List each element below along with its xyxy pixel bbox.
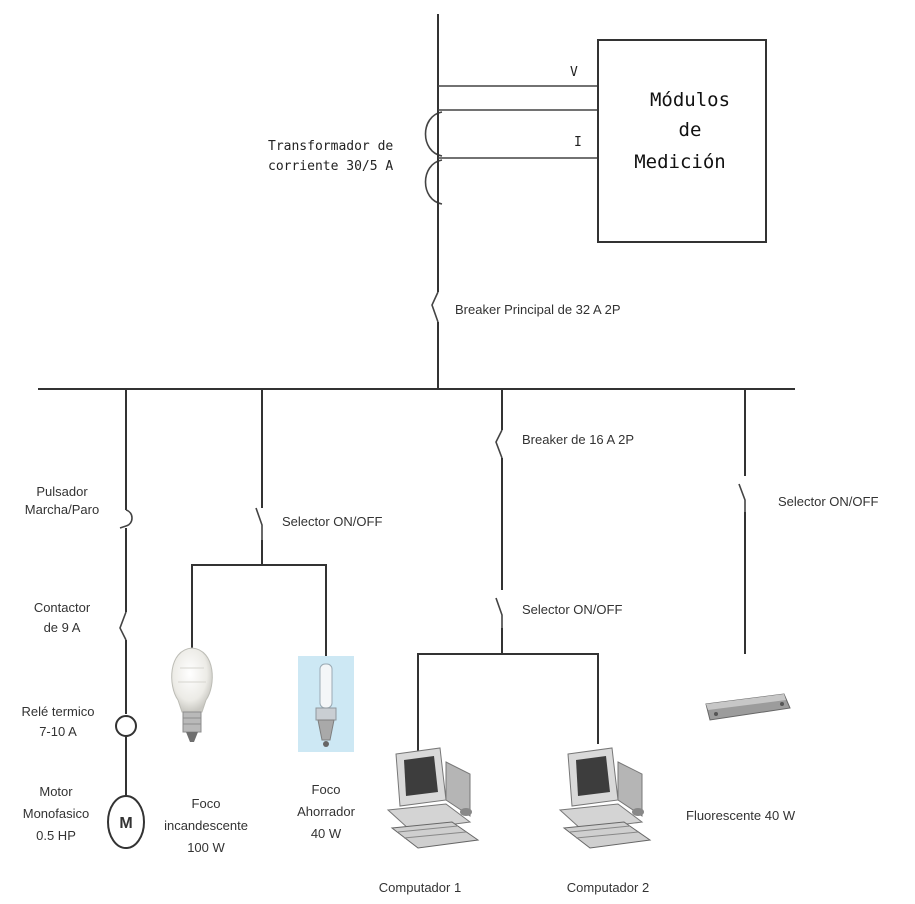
incandescent-label-line3: 100 W xyxy=(187,840,225,855)
fluorescent-selector-symbol xyxy=(738,483,746,512)
incandescent-label-line1: Foco xyxy=(192,796,221,811)
pushbutton-label-line2: Marcha/Paro xyxy=(25,502,99,517)
computer-selector-label: Selector ON/OFF xyxy=(522,602,622,617)
motor-symbol xyxy=(107,795,145,849)
measurement-module-box xyxy=(597,39,767,243)
measurement-module-title-line1: Módulos xyxy=(650,89,730,111)
lamp-branch-split xyxy=(191,564,327,656)
saver-label-line3: 40 W xyxy=(311,826,342,841)
transformer-label-line1: Transformador de xyxy=(268,139,393,154)
saver-label-line2: Ahorrador xyxy=(297,804,355,819)
incandescent-label-line2: incandescente xyxy=(164,818,248,833)
pushbutton-symbol xyxy=(119,509,133,529)
voltage-label: V xyxy=(570,65,578,80)
relay-label-line1: Relé termico xyxy=(22,704,95,719)
computer-breaker-symbol xyxy=(495,429,503,459)
computer-1-image xyxy=(386,747,480,849)
motor-symbol-letter: M xyxy=(119,815,132,832)
contactor-symbol xyxy=(119,611,127,641)
thermal-relay-symbol xyxy=(115,715,137,737)
lamp-selector-symbol xyxy=(255,507,263,540)
saver-label-line1: Foco xyxy=(312,782,341,797)
contactor-label-line2: de 9 A xyxy=(44,620,81,635)
computer-breaker-label: Breaker de 16 A 2P xyxy=(522,432,634,447)
computer-2-label: Computador 2 xyxy=(567,880,649,895)
fluorescent-label: Fluorescente 40 W xyxy=(686,808,796,823)
motor-label-line1: Motor xyxy=(39,784,73,799)
measurement-module-title-line3: Medición xyxy=(634,151,726,173)
current-label: I xyxy=(574,135,582,150)
computer-branch-split xyxy=(417,653,599,752)
incandescent-bulb-image xyxy=(171,647,213,742)
transformer-label-line2: corriente 30/5 A xyxy=(268,159,393,174)
fluorescent-selector-label: Selector ON/OFF xyxy=(778,494,878,509)
computer-1-label: Computador 1 xyxy=(379,880,461,895)
relay-label-line2: 7-10 A xyxy=(39,724,77,739)
measurement-module-title-line2: de xyxy=(679,119,702,141)
main-breaker-label: Breaker Principal de 32 A 2P xyxy=(455,302,621,317)
motor-label-line3: 0.5 HP xyxy=(36,828,76,843)
contactor-label-line1: Contactor xyxy=(34,600,91,615)
fluorescent-lamp-image xyxy=(705,693,791,721)
computer-2-image xyxy=(558,747,652,849)
motor-label-line2: Monofasico xyxy=(23,806,89,821)
energy-saver-bulb-image xyxy=(298,656,354,752)
lamp-selector-label: Selector ON/OFF xyxy=(282,514,382,529)
computer-selector-symbol xyxy=(495,597,503,628)
pushbutton-label-line1: Pulsador xyxy=(36,484,88,499)
main-breaker-symbol xyxy=(431,291,439,323)
